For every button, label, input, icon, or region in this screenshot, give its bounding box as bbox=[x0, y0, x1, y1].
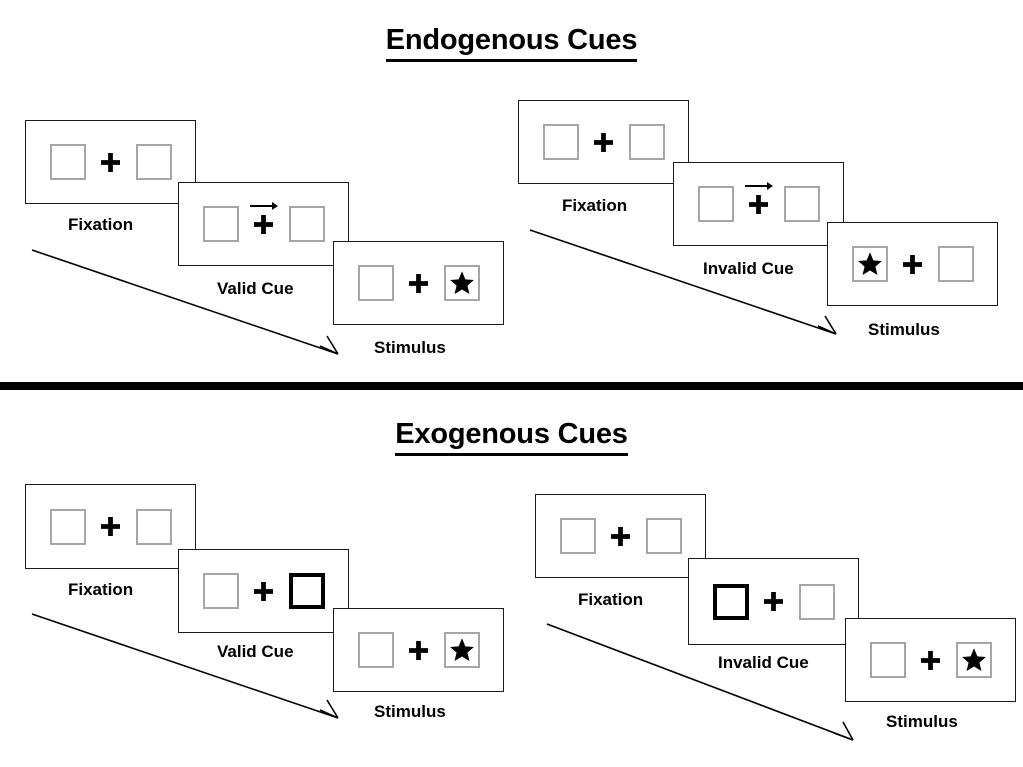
left-box bbox=[49, 508, 86, 545]
right-box bbox=[288, 206, 325, 242]
frame-endogenous-invalid-fixation[interactable] bbox=[518, 100, 689, 184]
fixation-center bbox=[749, 592, 799, 611]
right-box-cued bbox=[288, 573, 325, 609]
plus-cross-icon bbox=[254, 214, 273, 234]
plus-cross-icon bbox=[101, 517, 120, 536]
right-box bbox=[937, 246, 974, 282]
frame-endogenous-valid-stimulus[interactable] bbox=[333, 241, 504, 325]
fixation-center bbox=[596, 526, 646, 546]
left-box bbox=[202, 206, 239, 242]
frame-exogenous-valid-stimulus[interactable] bbox=[333, 608, 504, 692]
left-box bbox=[202, 573, 239, 609]
star-icon bbox=[449, 270, 475, 296]
plus-cross-icon bbox=[764, 592, 783, 611]
fixation-center bbox=[394, 273, 444, 293]
cue-center bbox=[734, 181, 784, 214]
caption-endogenous-valid-stimulus: Stimulus bbox=[374, 338, 446, 357]
plus-cross-icon bbox=[921, 650, 940, 670]
frame-exogenous-valid-fixation[interactable] bbox=[25, 484, 196, 569]
section-title-endogenous-text: Endogenous Cues bbox=[385, 24, 637, 62]
frame-endogenous-invalid-stimulus[interactable] bbox=[827, 222, 998, 306]
frame-exogenous-invalid-cue[interactable] bbox=[688, 558, 859, 645]
left-box bbox=[357, 632, 394, 668]
right-box bbox=[443, 265, 480, 301]
left-box bbox=[851, 246, 888, 282]
frame-endogenous-valid-fixation[interactable] bbox=[25, 120, 196, 204]
section-title-exogenous: Exogenous Cues bbox=[0, 418, 1023, 456]
plus-cross-icon bbox=[409, 273, 428, 293]
right-box bbox=[645, 518, 682, 554]
right-box bbox=[628, 124, 665, 160]
left-box bbox=[697, 186, 734, 222]
fixation-center bbox=[906, 650, 956, 670]
arrow-right-icon bbox=[249, 200, 279, 212]
section-title-exogenous-text: Exogenous Cues bbox=[395, 418, 628, 456]
fixation-center bbox=[579, 132, 629, 152]
plus-cross-icon bbox=[101, 152, 120, 172]
caption-exogenous-invalid-stimulus: Stimulus bbox=[886, 712, 958, 731]
frame-exogenous-valid-cue[interactable] bbox=[178, 549, 349, 633]
caption-exogenous-invalid-fixation: Fixation bbox=[578, 590, 644, 609]
left-box bbox=[49, 144, 86, 180]
right-box bbox=[443, 632, 480, 668]
caption-exogenous-valid-fixation: Fixation bbox=[68, 580, 134, 599]
frame-endogenous-invalid-cue[interactable] bbox=[673, 162, 844, 246]
star-icon bbox=[961, 647, 987, 673]
left-box bbox=[559, 518, 596, 554]
section-divider bbox=[0, 382, 1023, 390]
caption-exogenous-valid-cue: Valid Cue bbox=[217, 642, 294, 661]
left-box bbox=[542, 124, 579, 160]
caption-endogenous-valid-cue: Valid Cue bbox=[217, 279, 294, 298]
section-title-endogenous: Endogenous Cues bbox=[0, 24, 1023, 62]
caption-endogenous-invalid-cue: Invalid Cue bbox=[703, 259, 794, 278]
right-box bbox=[955, 642, 992, 678]
plus-cross-icon bbox=[594, 132, 613, 152]
cue-center bbox=[239, 201, 289, 234]
plus-cross-icon bbox=[409, 640, 428, 660]
plus-cross-icon bbox=[611, 526, 630, 546]
frame-exogenous-invalid-fixation[interactable] bbox=[535, 494, 706, 578]
fixation-center bbox=[86, 152, 136, 172]
left-box-cued bbox=[712, 583, 749, 620]
fixation-center bbox=[86, 517, 136, 536]
fixation-center bbox=[394, 640, 444, 660]
left-box bbox=[357, 265, 394, 301]
fixation-center bbox=[239, 581, 289, 601]
caption-exogenous-invalid-cue: Invalid Cue bbox=[718, 653, 809, 672]
left-box bbox=[869, 642, 906, 678]
frame-exogenous-invalid-stimulus[interactable] bbox=[845, 618, 1016, 702]
plus-cross-icon bbox=[749, 194, 768, 214]
frame-endogenous-valid-cue[interactable] bbox=[178, 182, 349, 266]
star-icon bbox=[449, 637, 475, 663]
caption-endogenous-invalid-fixation: Fixation bbox=[562, 196, 628, 215]
plus-cross-icon bbox=[903, 254, 922, 274]
right-box bbox=[135, 144, 172, 180]
plus-cross-icon bbox=[254, 581, 273, 601]
caption-endogenous-invalid-stimulus: Stimulus bbox=[868, 320, 940, 339]
caption-exogenous-valid-stimulus: Stimulus bbox=[374, 702, 446, 721]
right-box bbox=[798, 583, 835, 620]
arrow-right-icon bbox=[744, 180, 774, 192]
right-box bbox=[135, 508, 172, 545]
fixation-center bbox=[888, 254, 938, 274]
star-icon bbox=[857, 251, 883, 277]
caption-endogenous-valid-fixation: Fixation bbox=[68, 215, 134, 234]
right-box bbox=[783, 186, 820, 222]
